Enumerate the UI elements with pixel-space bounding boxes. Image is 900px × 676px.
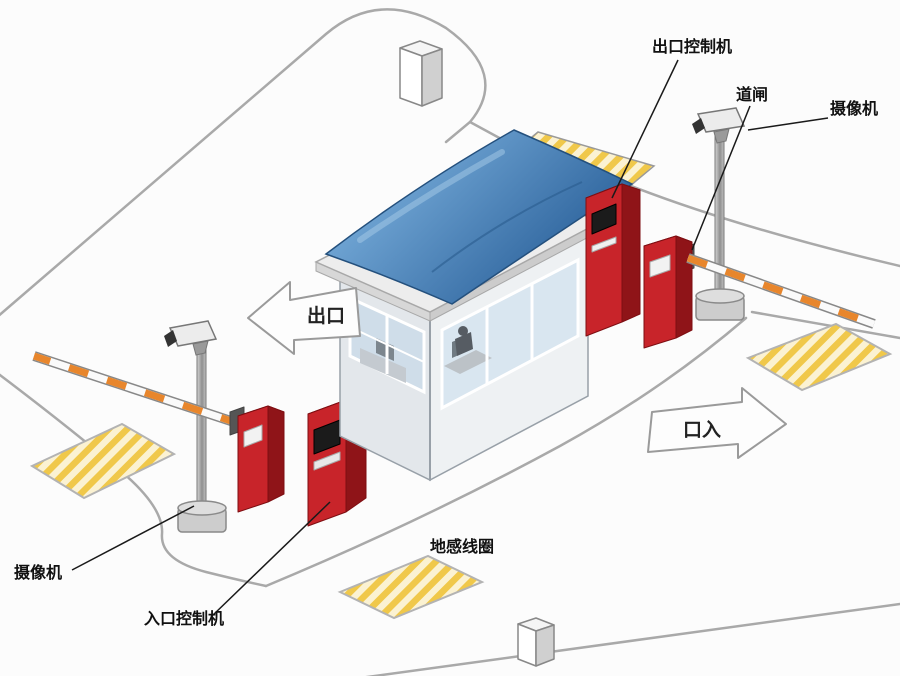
booth-attendant-body (455, 332, 473, 356)
label-exit-controller: 出口控制机 (652, 37, 732, 56)
ground-loop-bottom (337, 554, 485, 620)
camera-right-lens (692, 118, 705, 134)
entrance-arrow-label: 口入 (683, 419, 721, 441)
exit-arrow-shape (247, 281, 361, 355)
exit-barrier-front (643, 235, 677, 349)
canopy-highlight (357, 149, 505, 243)
label-barrier-gate: 道闸 (736, 85, 768, 104)
booth-left-window-box (376, 338, 394, 361)
exit-controller-machine (585, 183, 641, 337)
exit-controller-front (585, 183, 623, 337)
guard-booth (314, 129, 656, 482)
entrance-barrier-side (267, 405, 285, 503)
road-edge-right-lower (750, 310, 900, 340)
post-top (399, 40, 443, 107)
post-bottom-front-face (517, 623, 537, 667)
entrance-barrier-arm (32, 351, 242, 429)
ground-loops (29, 322, 893, 620)
leader-exit-controller (611, 59, 679, 199)
leader-camera-left (71, 505, 195, 571)
post-bottom-side-face (535, 624, 555, 667)
entrance-barrier-machine (229, 405, 285, 513)
booth-right-window (440, 257, 580, 411)
entrance-controller-keypad (313, 451, 341, 471)
entrance-arrow: 口入 (647, 387, 787, 459)
exit-barrier-arm (686, 253, 876, 329)
exit-controller-screen (591, 203, 617, 235)
exit-controller-slot (591, 236, 617, 253)
booth-interior-desk (444, 350, 492, 374)
entrance-barrier-plate (243, 424, 263, 448)
camera-left-pole (196, 345, 207, 511)
entrance-controller-screen (313, 419, 341, 455)
post-top-side-face (421, 48, 443, 107)
ground-loop-right (745, 322, 893, 392)
exit-arrow: 出口 (247, 281, 361, 355)
label-ground-loop: 地感线圈 (430, 537, 494, 556)
camera-right-head (692, 107, 746, 144)
camera-left (164, 320, 227, 533)
booth-left-window-desk (360, 348, 406, 383)
leader-entrance-controller (211, 501, 331, 617)
exit-controller-side (621, 183, 641, 323)
road-edge-top-left (0, 8, 487, 317)
leader-camera-right (747, 117, 829, 131)
label-camera-right: 摄像机 (830, 99, 878, 118)
camera-left-base-top (177, 500, 227, 516)
leader-barrier-gate (691, 105, 751, 251)
road-edge-right-upper (614, 178, 900, 268)
leader-lines (71, 59, 829, 617)
road-edge-left-lower (0, 373, 268, 588)
camera-left-lens (164, 330, 177, 347)
canopy-fold (431, 181, 583, 273)
canopy-tarp (324, 129, 634, 305)
entrance-barrier-front (237, 405, 269, 513)
exit-arrow-label: 出口 (307, 304, 345, 327)
post-top-front-face (399, 47, 423, 107)
booth-attendant-head (458, 326, 468, 336)
entrance-arrow-shape (647, 387, 787, 459)
booth-left-window-rail (349, 326, 425, 363)
exit-barrier-plate (649, 254, 671, 278)
ground-loop-left (29, 422, 177, 500)
label-entrance-controller: 入口控制机 (144, 609, 224, 628)
camera-right-mount (713, 128, 730, 144)
exit-barrier-machine (643, 235, 695, 349)
post-bottom (517, 617, 555, 667)
labels: 出口控制机 道闸 摄像机 摄像机 入口控制机 地感线圈 (14, 37, 878, 628)
exit-arm-stripes (686, 254, 876, 328)
island-edge-bottom (264, 316, 748, 588)
entrance-arm-base (32, 352, 242, 428)
camera-right-base-top (695, 288, 745, 304)
label-camera-left: 摄像机 (14, 563, 62, 582)
road-edge-bottom-outer (365, 602, 900, 676)
exit-barrier-side (675, 235, 693, 339)
camera-right (695, 133, 745, 321)
